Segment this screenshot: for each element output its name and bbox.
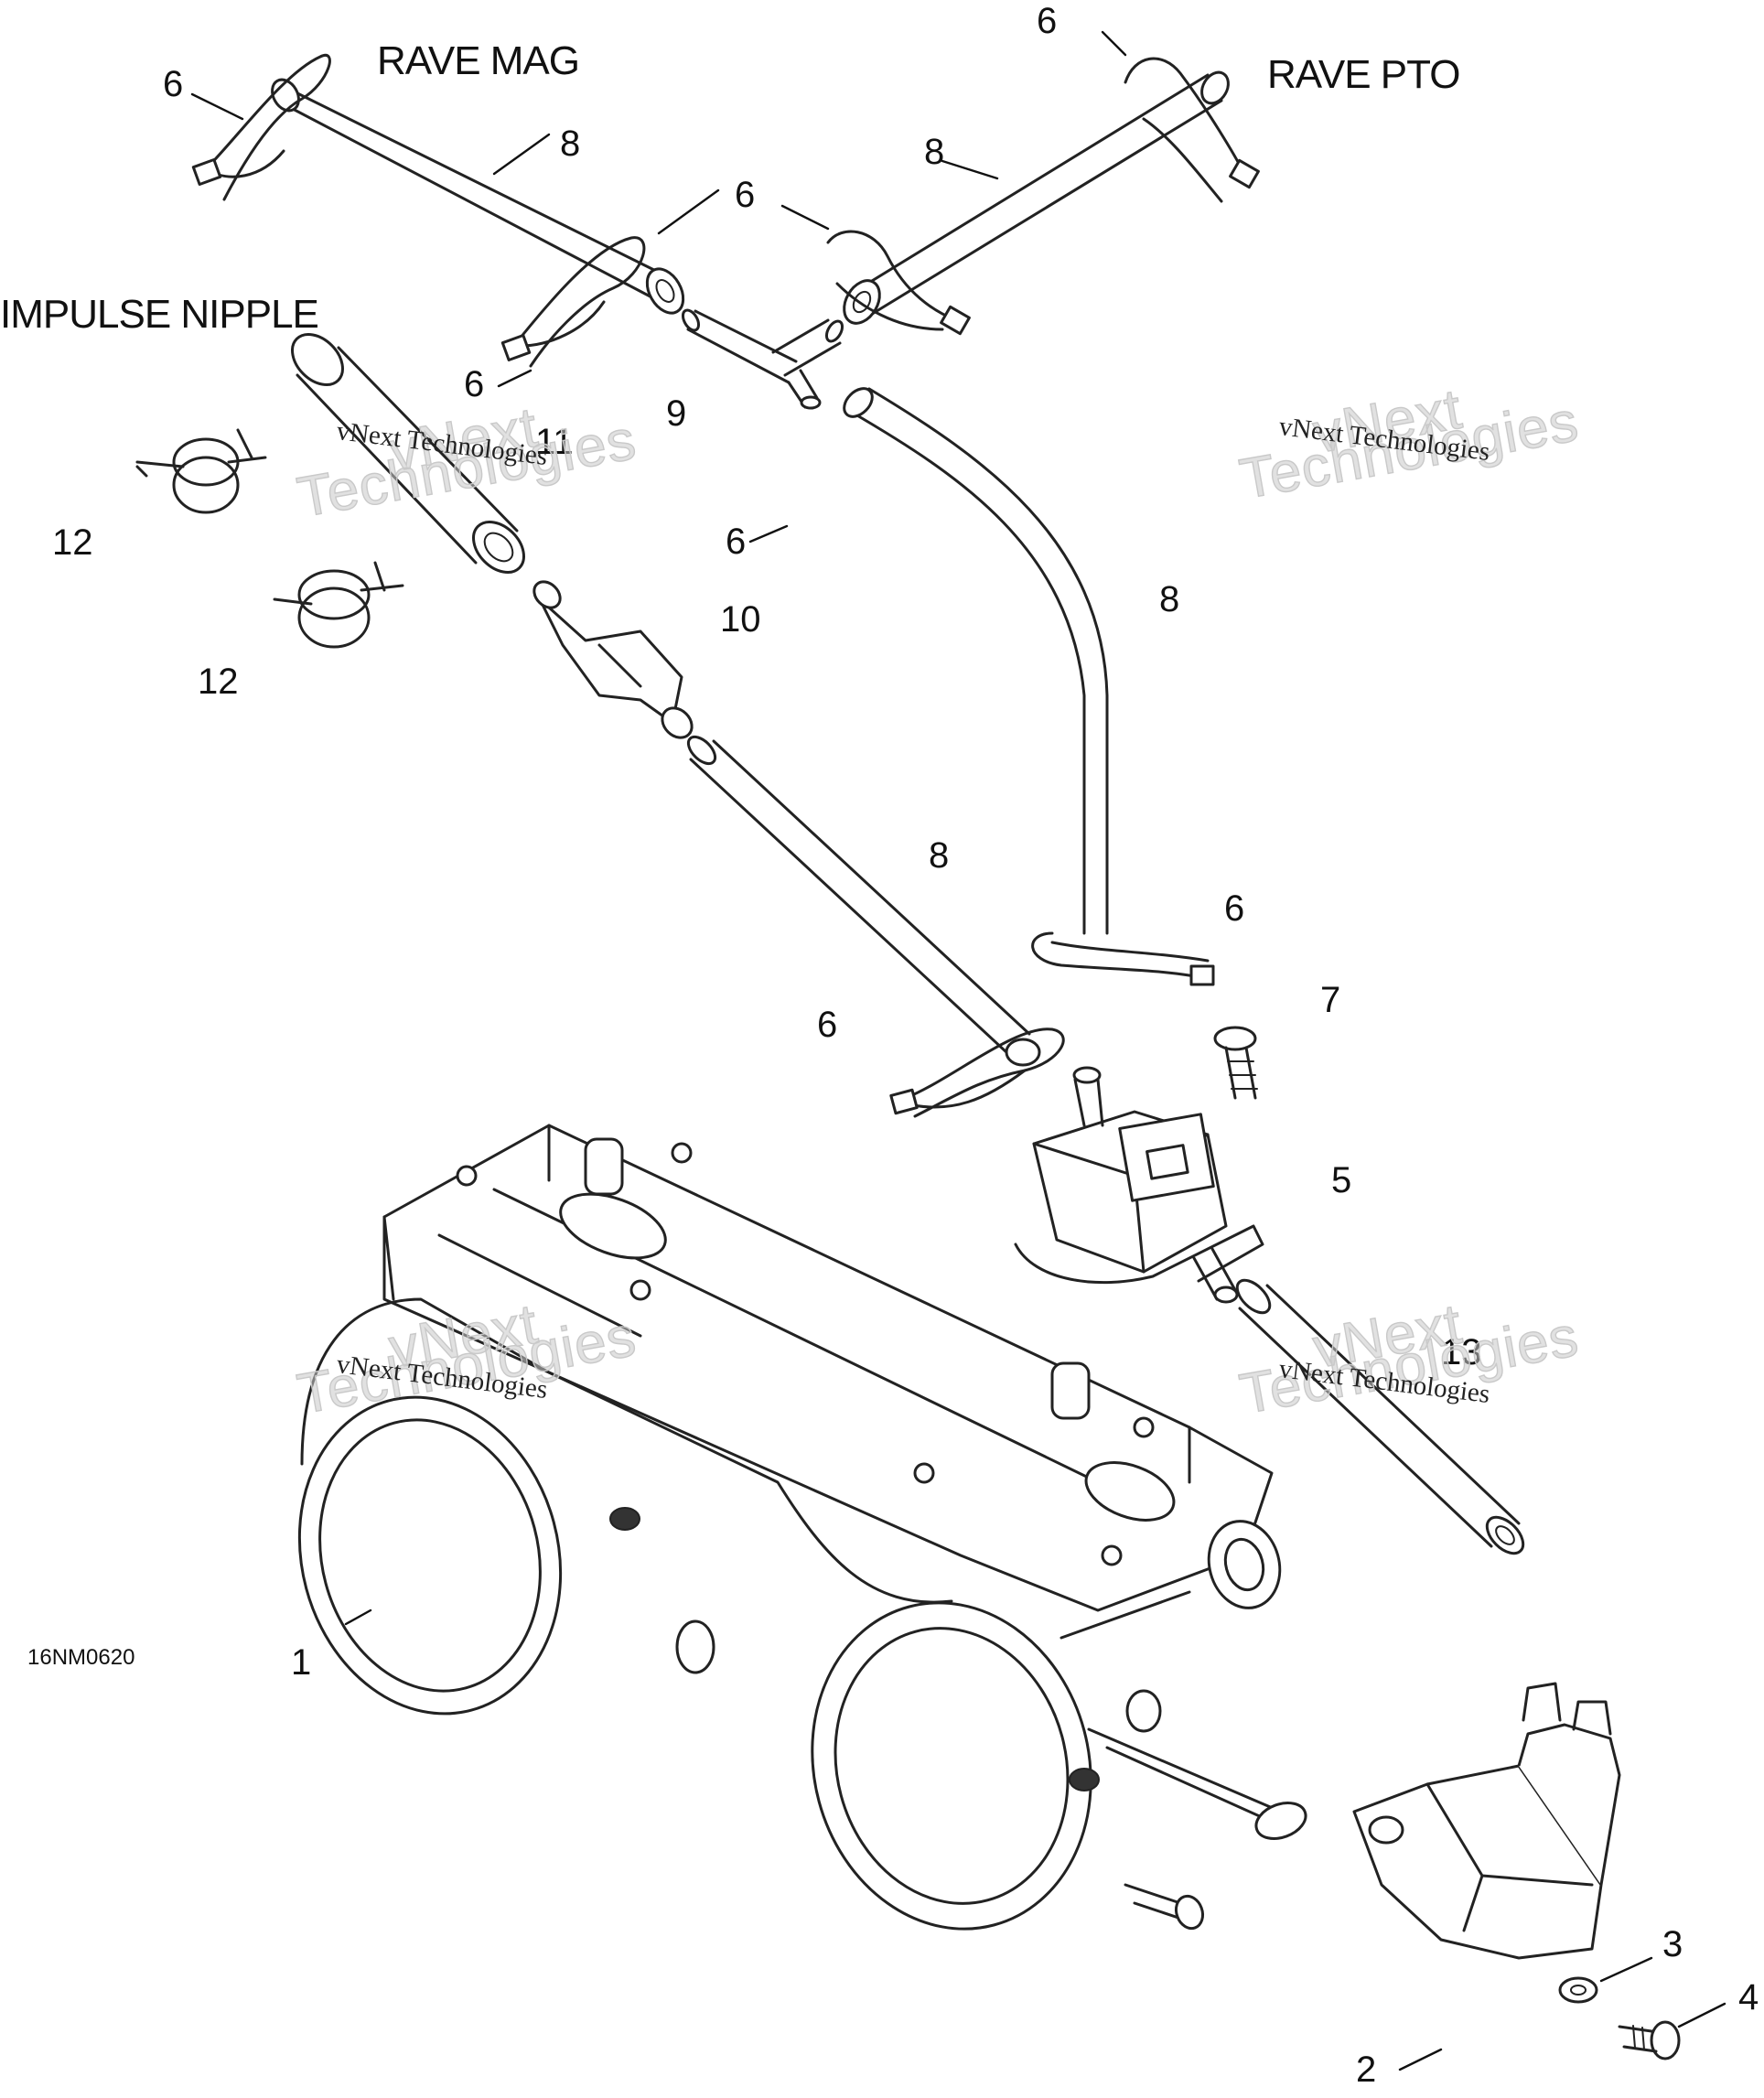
check-valve (532, 580, 694, 739)
washer (1558, 1976, 1598, 2004)
callout-2: 2 (1356, 2050, 1377, 2090)
callout-9: 9 (666, 393, 687, 434)
callout-1: 1 (291, 1642, 312, 1683)
hose-rave-mag (271, 78, 685, 315)
callout-13: 13 (1441, 1332, 1482, 1372)
screw-tps (1618, 2020, 1681, 2060)
callout-11: 11 (535, 422, 574, 462)
throttle-body (297, 1124, 1307, 1931)
hose-rave-pto (843, 70, 1230, 325)
hose-13 (1235, 1278, 1525, 1555)
clamp-solenoid-left (889, 1027, 1065, 1118)
callout-6: 6 (1224, 888, 1245, 929)
clamp-upper-right (1124, 57, 1260, 203)
tps-sensor (1352, 1682, 1621, 1960)
title-impulse-nipple: IMPULSE NIPPLE (0, 292, 319, 337)
hose-impulse (291, 333, 525, 574)
clamp-mid-right (826, 230, 971, 336)
rave-solenoid (1014, 1066, 1264, 1304)
callout-8: 8 (1159, 579, 1180, 619)
callout-6: 6 (817, 1005, 838, 1045)
figure-code: 16NM0620 (27, 1645, 135, 1670)
callout-3: 3 (1662, 1924, 1683, 1964)
clamp-solenoid-upper (1031, 931, 1215, 986)
callout-5: 5 (1331, 1160, 1352, 1200)
callout-8: 8 (929, 835, 950, 876)
callout-6: 6 (726, 522, 747, 562)
spring-clamp-lower (273, 561, 404, 649)
spring-clamp-upper (135, 428, 267, 514)
hose-lower-left (686, 735, 1031, 1054)
callout-8: 8 (924, 132, 945, 172)
callout-7: 7 (1320, 980, 1341, 1020)
callout-4: 4 (1738, 1977, 1759, 2017)
callout-12: 12 (198, 662, 239, 702)
hose-curved (843, 387, 1109, 935)
callout-10: 10 (720, 599, 761, 640)
screw-solenoid (1213, 1026, 1258, 1100)
callout-6: 6 (464, 364, 485, 404)
leader-lines (190, 30, 1726, 2071)
clamp-mid-left (500, 236, 646, 368)
callout-6: 6 (1037, 1, 1058, 41)
callout-12: 12 (52, 522, 93, 563)
callout-6: 6 (163, 64, 184, 104)
title-rave-mag: RAVE MAG (377, 38, 580, 83)
tee-fitting (681, 308, 844, 410)
callout-8: 8 (560, 124, 581, 164)
callout-6: 6 (735, 175, 756, 215)
title-rave-pto: RAVE PTO (1267, 52, 1460, 97)
clamp-upper-left (191, 53, 331, 201)
